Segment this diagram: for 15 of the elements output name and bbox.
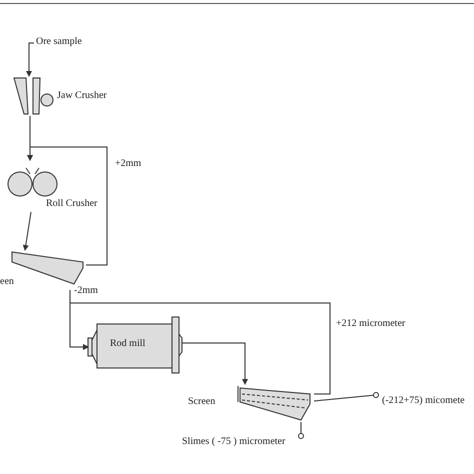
equipment-label: Roll Crusher [46, 198, 98, 210]
flow-line [70, 302, 330, 394]
stream-label: Slimes ( -75 ) micrometer [180, 436, 310, 450]
flow-line [26, 42, 34, 77]
stream-label: (-212+75) micomete [376, 395, 474, 409]
flow-line [182, 342, 248, 385]
flow-line [22, 212, 32, 251]
flow-line [27, 146, 108, 266]
equipment-label: Rod mill [110, 338, 146, 350]
equipment-label: een [0, 276, 14, 288]
flow-line [314, 392, 379, 402]
stream-label: Ore sample [34, 36, 96, 50]
equipment-label: Screen [188, 396, 216, 408]
equipment-label: Jaw Crusher [57, 90, 107, 102]
flow-line [298, 422, 304, 439]
